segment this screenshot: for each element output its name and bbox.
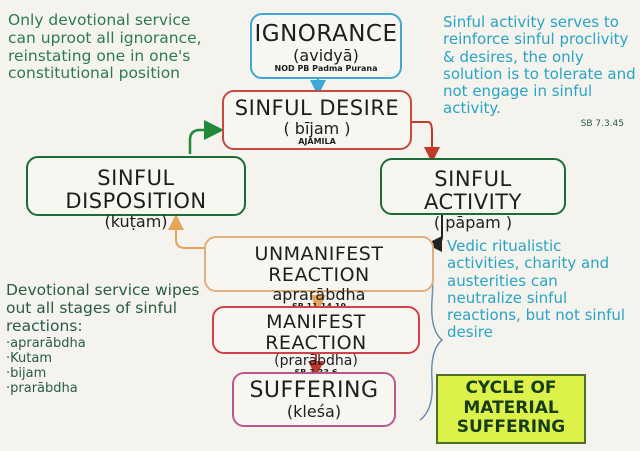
node-suffering: SUFFERING (kleśa) <box>232 372 396 427</box>
node-ignorance-ref: NOD PB Padma Purana <box>274 63 378 73</box>
node-sinful-disposition-sub: (kuṭam) <box>104 212 168 232</box>
note-bottom-left-list: ·aprarābdha ·Kutam ·bijam ·prarābdha <box>6 336 212 397</box>
node-unmanifest-reaction-title: UNMANIFEST REACTION <box>254 243 384 286</box>
list-item: ·Kutam <box>6 351 52 367</box>
cycle-title-stamp: CYCLE OF MATERIAL SUFFERING <box>436 374 586 444</box>
note-top-right-ref: SB 7.3.45 <box>580 118 624 129</box>
node-manifest-reaction: MANIFEST REACTION (prarābdha) SB 3.33.6 <box>212 306 420 377</box>
node-sinful-desire-title: SINFUL DESIRE <box>234 96 400 120</box>
node-sinful-desire: SINFUL DESIRE ( bījam ) AJĀMILA <box>222 90 412 150</box>
note-top-left-text: Only devotional service can uproot all i… <box>8 11 202 83</box>
node-sinful-activity: SINFUL ACTIVITY ( pāpam ) <box>380 158 566 231</box>
list-item: ·bijam <box>6 366 47 382</box>
stamp-line-1: CYCLE OF <box>465 378 557 398</box>
note-mid-right-text: Vedic ritualistic activities, charity an… <box>447 237 626 342</box>
stamp-line-3: SUFFERING <box>456 417 566 438</box>
node-sinful-desire-sub: ( bījam ) <box>283 119 351 139</box>
arrow-activity-unmanifest <box>426 213 443 252</box>
arrow-desire-activity <box>412 121 440 163</box>
node-unmanifest-reaction: UNMANIFEST REACTION aprarābdha SB 11.14.… <box>204 236 434 311</box>
node-sinful-activity-sub: ( pāpam ) <box>433 213 513 233</box>
node-suffering-sub: (kleśa) <box>286 402 342 422</box>
node-unmanifest-reaction-sub: aprarābdha <box>272 284 366 304</box>
note-bottom-left-title: Devotional service wipes out all stages … <box>6 281 200 335</box>
note-bottom-left: Devotional service wipes out all stages … <box>6 281 212 397</box>
note-top-left: Only devotional service can uproot all i… <box>8 11 223 83</box>
node-manifest-reaction-title: MANIFEST REACTION <box>265 311 367 354</box>
node-sinful-desire-ref: AJĀMILA <box>298 136 336 146</box>
node-sinful-disposition: SINFUL DISPOSITION (kuṭam) <box>26 156 246 230</box>
stamp-line-2: MATERIAL <box>463 397 559 418</box>
node-suffering-title: SUFFERING <box>249 378 379 403</box>
note-top-right: Sinful activity serves to reinforce sinf… <box>443 13 638 129</box>
node-sinful-activity-title: SINFUL ACTIVITY <box>424 167 522 215</box>
list-item: ·prarābdha <box>6 381 78 397</box>
arrow-unmanifest-disposition <box>168 214 206 249</box>
note-top-right-text: Sinful activity serves to reinforce sinf… <box>443 13 636 118</box>
list-item: ·aprarābdha <box>6 336 86 352</box>
node-ignorance: IGNORANCE (avidyā) NOD PB Padma Purana <box>250 13 402 79</box>
arrow-disposition-desire <box>188 120 224 154</box>
node-ignorance-sub: (avidyā) <box>293 46 359 66</box>
node-ignorance-title: IGNORANCE <box>254 21 398 47</box>
node-manifest-reaction-sub: (prarābdha) <box>274 352 358 369</box>
node-sinful-disposition-title: SINFUL DISPOSITION <box>65 166 207 214</box>
note-mid-right: Vedic ritualistic activities, charity an… <box>447 237 637 342</box>
